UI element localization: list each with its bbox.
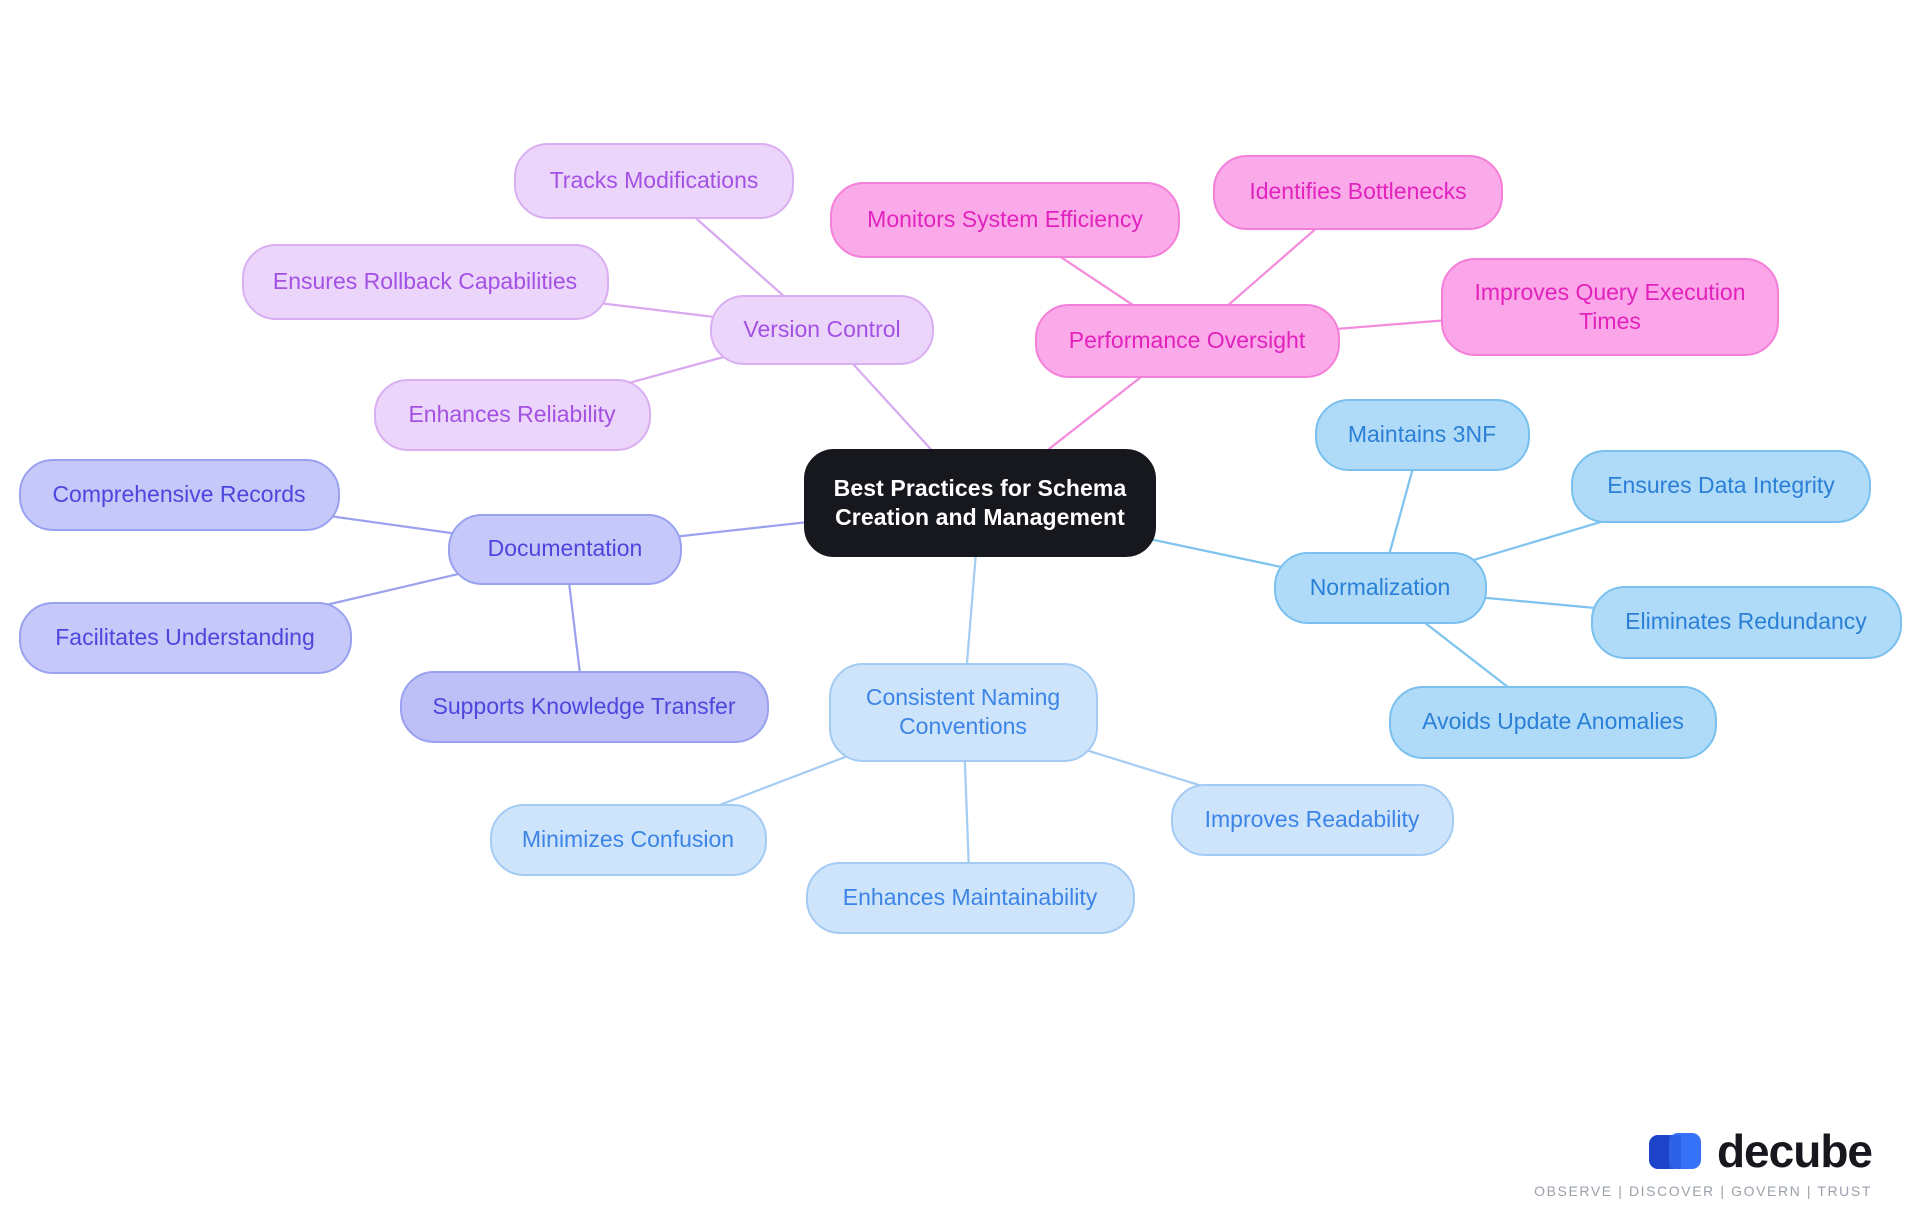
node-label: Documentation [487, 535, 643, 562]
mindmap-node-enhances-reliability[interactable]: Enhances Reliability [373, 379, 651, 451]
node-label: Minimizes Confusion [521, 826, 735, 853]
node-label: Ensures Rollback Capabilities [272, 268, 578, 295]
mindmap-node-maintains-3nf[interactable]: Maintains 3NF [1314, 399, 1530, 471]
node-label: Consistent Naming Conventions [865, 683, 1061, 739]
decube-brand: decube [1716, 1125, 1873, 1178]
node-label: Monitors System Efficiency [867, 206, 1143, 233]
mindmap-node-facilitates-understanding[interactable]: Facilitates Understanding [18, 602, 352, 674]
mindmap-node-eliminates-redundancy[interactable]: Eliminates Redundancy [1590, 585, 1902, 659]
decube-logo-icon [1647, 1127, 1703, 1177]
node-label: Facilitates Understanding [55, 624, 315, 651]
mindmap-node-ensures-data-integrity[interactable]: Ensures Data Integrity [1571, 449, 1871, 523]
node-label: Tracks Modifications [549, 167, 759, 194]
node-label: Ensures Data Integrity [1607, 472, 1835, 499]
node-label: Identifies Bottlenecks [1249, 178, 1467, 205]
node-label: Eliminates Redundancy [1625, 608, 1867, 635]
node-label: Enhances Reliability [408, 401, 616, 428]
node-label: Maintains 3NF [1347, 421, 1497, 448]
node-label: Performance Oversight [1068, 327, 1306, 354]
mindmap-node-documentation[interactable]: Documentation [448, 513, 682, 585]
mindmap-node-normalization[interactable]: Normalization [1273, 552, 1487, 624]
mindmap-node-center[interactable]: Best Practices for Schema Creation and M… [804, 449, 1156, 557]
mindmap-node-ensures-rollback-capabilities[interactable]: Ensures Rollback Capabilities [241, 244, 609, 320]
node-label: Improves Readability [1204, 806, 1420, 833]
node-label: Enhances Maintainability [842, 884, 1098, 911]
node-label: Improves Query Execution Times [1474, 278, 1746, 334]
mindmap-node-minimizes-confusion[interactable]: Minimizes Confusion [489, 804, 767, 876]
node-label: Comprehensive Records [52, 481, 306, 508]
decube-logo: decube OBSERVE | DISCOVER | GOVERN | TRU… [1534, 1125, 1873, 1199]
node-label: Version Control [743, 316, 901, 343]
mindmap-node-monitors-system-efficiency[interactable]: Monitors System Efficiency [830, 182, 1180, 258]
mindmap-node-version-control[interactable]: Version Control [710, 295, 934, 365]
mindmap-node-comprehensive-records[interactable]: Comprehensive Records [18, 459, 340, 531]
mindmap-node-performance-oversight[interactable]: Performance Oversight [1034, 304, 1340, 378]
mindmap-node-avoids-update-anomalies[interactable]: Avoids Update Anomalies [1389, 685, 1717, 759]
mindmap-node-improves-readability[interactable]: Improves Readability [1170, 784, 1454, 856]
mindmap-node-consistent-naming-conventions[interactable]: Consistent Naming Conventions [828, 662, 1098, 762]
decube-tagline: OBSERVE | DISCOVER | GOVERN | TRUST [1534, 1183, 1872, 1199]
mindmap-node-supports-knowledge-transfer[interactable]: Supports Knowledge Transfer [399, 671, 769, 743]
mindmap-node-tracks-modifications[interactable]: Tracks Modifications [514, 143, 794, 219]
mindmap-node-improves-query-execution-times[interactable]: Improves Query Execution Times [1441, 258, 1779, 356]
mindmap-node-identifies-bottlenecks[interactable]: Identifies Bottlenecks [1213, 154, 1503, 230]
node-label: Avoids Update Anomalies [1422, 708, 1684, 735]
mindmap-node-enhances-maintainability[interactable]: Enhances Maintainability [805, 862, 1135, 934]
node-label: Supports Knowledge Transfer [432, 693, 736, 720]
node-label: Normalization [1309, 574, 1451, 601]
node-label: Best Practices for Schema Creation and M… [833, 474, 1127, 530]
